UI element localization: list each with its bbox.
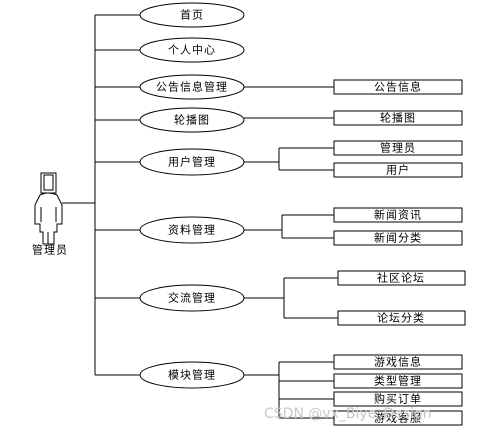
module-ellipse[interactable]: [139, 107, 245, 133]
module-home[interactable]: 首页: [95, 2, 245, 28]
module-module-management[interactable]: 模块管理 游戏信息 类型管理 购买订单 游戏客服: [95, 354, 463, 426]
module-materials-management[interactable]: 资料管理 新闻资讯 新闻分类: [95, 207, 463, 246]
function-label: 社区论坛: [377, 271, 425, 285]
watermark: CSDN @vx_Biye_Design: [264, 406, 432, 422]
module-communication-management[interactable]: 交流管理 社区论坛 论坛分类: [95, 270, 466, 326]
module-label: 交流管理: [168, 291, 216, 305]
module-label: 公告信息管理: [156, 80, 228, 94]
actor-body: [34, 192, 63, 245]
function-box[interactable]: [333, 373, 463, 389]
function-box[interactable]: [333, 110, 463, 126]
module-user-management[interactable]: 用户管理 管理员 用户: [95, 140, 463, 178]
function-box[interactable]: [333, 391, 463, 407]
module-ellipse[interactable]: [139, 37, 245, 63]
actor-figure: 管理员: [32, 172, 68, 257]
function-box[interactable]: [333, 207, 463, 223]
function-label: 用户: [386, 163, 410, 177]
function-box[interactable]: [333, 410, 463, 426]
function-label: 公告信息: [374, 80, 422, 94]
module-label: 用户管理: [168, 155, 216, 169]
module-announcement-management[interactable]: 公告信息管理 公告信息: [95, 74, 463, 100]
function-label: 类型管理: [374, 374, 422, 388]
module-label: 资料管理: [168, 223, 216, 237]
function-label: 轮播图: [380, 111, 416, 125]
module-label: 个人中心: [168, 44, 216, 57]
function-box[interactable]: [337, 270, 466, 286]
actor-label: 管理员: [32, 243, 68, 257]
function-box[interactable]: [333, 140, 463, 156]
function-label: 新闻资讯: [374, 208, 422, 222]
module-carousel[interactable]: 轮播图 轮播图: [95, 107, 463, 133]
function-box[interactable]: [333, 230, 463, 246]
module-label: 首页: [180, 8, 204, 22]
actor-face: [43, 174, 54, 191]
function-label: 游戏信息: [374, 355, 422, 369]
function-box[interactable]: [333, 354, 463, 370]
function-box[interactable]: [333, 79, 463, 95]
function-box[interactable]: [337, 310, 466, 326]
function-box[interactable]: [333, 162, 463, 178]
function-label: 论坛分类: [377, 311, 425, 325]
module-label: 模块管理: [168, 368, 216, 382]
module-label: 轮播图: [174, 113, 210, 127]
module-personal-center[interactable]: 个人中心: [95, 37, 245, 63]
function-label: 游戏客服: [374, 411, 422, 425]
function-label: 购买订单: [374, 392, 422, 406]
function-label: 管理员: [380, 141, 416, 155]
module-ellipse[interactable]: [139, 2, 245, 28]
function-label: 新闻分类: [374, 231, 422, 245]
